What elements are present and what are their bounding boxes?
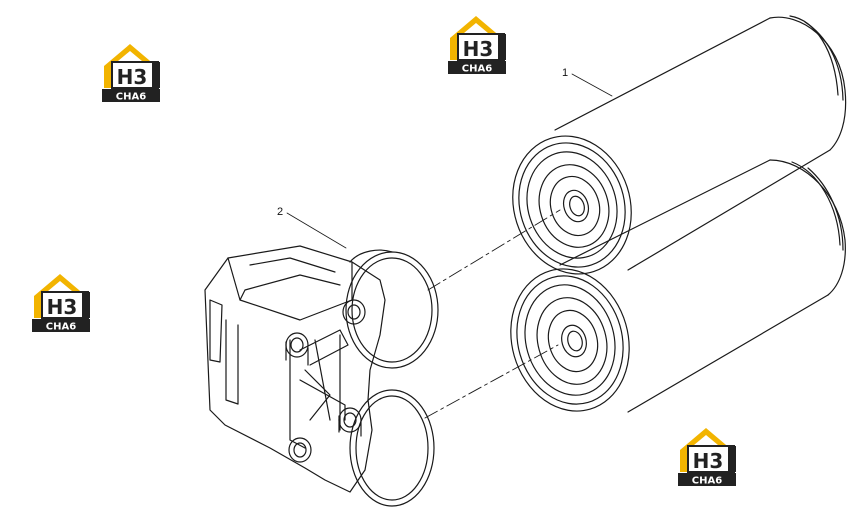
callout-2: 2	[277, 206, 283, 218]
bolt-boss-bottom-left	[288, 437, 312, 463]
logo-sub-text: CHA6	[116, 92, 146, 103]
logo-roof-icon	[680, 428, 732, 450]
logo-sub-text: CHA6	[46, 322, 76, 333]
logo-roof-icon	[34, 274, 86, 296]
logo-sub-text: CHA6	[462, 64, 492, 75]
filter-upper-center-port	[562, 189, 590, 223]
logo-roof-icon	[104, 44, 156, 66]
filter-cartridge-lower	[510, 159, 846, 413]
filter-upper-rim-outer	[512, 135, 632, 275]
callout-1: 1	[562, 67, 568, 79]
logo-main-text: H3	[117, 65, 148, 89]
logo-roof-icon	[450, 16, 502, 38]
filter-lower-rim-outer	[510, 268, 630, 412]
assembly-centerlines	[424, 209, 561, 419]
filter-cartridge-upper	[512, 15, 847, 275]
bolt-boss-mid-left	[285, 332, 309, 358]
logo-sub-text: CHA6	[692, 476, 722, 487]
logo-main-text: H3	[463, 37, 494, 61]
lower-mount-disc	[349, 389, 435, 507]
bolt-boss-top-right	[342, 299, 366, 325]
filter-lower-center-port	[561, 324, 587, 358]
filter-head-bracket	[204, 212, 439, 507]
logo-main-text: H3	[693, 449, 724, 473]
bolt-boss-mid-right	[338, 407, 362, 433]
logo-main-text: H3	[47, 295, 78, 319]
